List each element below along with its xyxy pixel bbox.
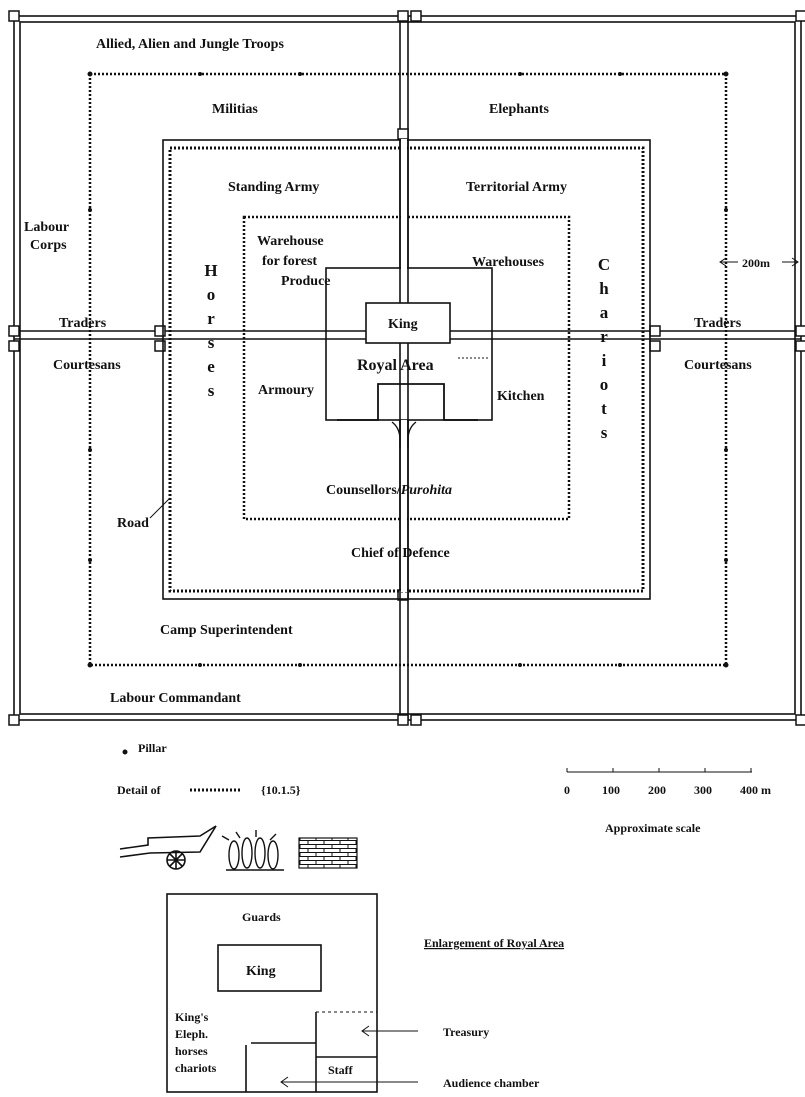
traders-right-label: Traders bbox=[694, 316, 742, 331]
militias-label: Militias bbox=[212, 102, 258, 117]
kitchen-label: Kitchen bbox=[497, 389, 545, 404]
pillar-label: Pillar bbox=[138, 741, 167, 755]
scale-tick-400: 400 m bbox=[740, 783, 771, 797]
chariots-letter: o bbox=[600, 375, 609, 394]
warehouse-forest-line-2: for forest bbox=[262, 254, 317, 269]
labour-corps-label-1: Labour bbox=[24, 220, 69, 235]
courtesans-right-label: Courtesans bbox=[684, 358, 752, 373]
horses-letter: s bbox=[208, 381, 215, 400]
chariots-letter: t bbox=[601, 399, 607, 418]
detail-of-label: Detail of bbox=[117, 783, 162, 797]
labour-commandant-label: Labour Commandant bbox=[110, 691, 241, 706]
audience-arrow bbox=[280, 1076, 418, 1088]
scale-tick-200: 200 bbox=[648, 783, 666, 797]
scale-tick-300: 300 bbox=[694, 783, 712, 797]
territorial-army-label: Territorial Army bbox=[466, 180, 567, 195]
guards-label: Guards bbox=[242, 910, 281, 924]
chariots-letter: i bbox=[602, 351, 607, 370]
chariots-letter: r bbox=[600, 327, 608, 346]
distance-marker: 200m bbox=[719, 256, 799, 270]
second-palisade bbox=[88, 72, 728, 667]
warehouse-forest-line-1: Warehouse bbox=[257, 234, 324, 249]
kings-line-2: Eleph. bbox=[175, 1027, 208, 1041]
kings-line-4: chariots bbox=[175, 1061, 217, 1075]
road-cover-inner bbox=[401, 139, 407, 592]
treasury-label: Treasury bbox=[443, 1025, 489, 1039]
pillar-icon bbox=[122, 749, 128, 755]
staff-label: Staff bbox=[328, 1063, 354, 1077]
kings-line-1: King's bbox=[175, 1010, 209, 1024]
warehouses-label: Warehouses bbox=[472, 255, 545, 270]
horses-letter: e bbox=[207, 357, 215, 376]
royal-area-boundary bbox=[325, 267, 493, 421]
king-label: King bbox=[388, 317, 418, 332]
road-label: Road bbox=[117, 516, 149, 531]
chariots-letter: h bbox=[599, 279, 609, 298]
brick-wall-icon bbox=[298, 837, 358, 869]
audience-hall bbox=[337, 383, 478, 421]
scale-caption: Approximate scale bbox=[605, 821, 701, 835]
enlargement-title: Enlargement of Royal Area bbox=[424, 936, 564, 950]
courtesans-left-label: Courtesans bbox=[53, 358, 121, 373]
inner-vertical-road bbox=[399, 140, 409, 599]
enlargement-king-label: King bbox=[246, 964, 276, 979]
counsellors-label: Counsellors/Purohita bbox=[326, 483, 452, 498]
warehouse-forest-line-3: Produce bbox=[281, 274, 331, 289]
camp-superintendent-label: Camp Superintendent bbox=[160, 623, 293, 638]
standing-army-label: Standing Army bbox=[228, 180, 319, 195]
scale-tick-100: 100 bbox=[602, 783, 620, 797]
labour-corps-label-2: Corps bbox=[30, 238, 67, 253]
chariots-letter: C bbox=[598, 255, 610, 274]
cart-icon bbox=[119, 825, 217, 870]
road-junction-markers bbox=[8, 10, 805, 726]
traders-left-label: Traders bbox=[59, 316, 107, 331]
detail-ref-label: {10.1.5} bbox=[261, 783, 301, 797]
scale-bar: 0 100 200 300 400 m Approximate scale bbox=[564, 768, 771, 835]
kings-line-3: horses bbox=[175, 1044, 208, 1058]
enlargement-box bbox=[166, 893, 378, 1093]
horses-letter: r bbox=[207, 309, 215, 328]
allied-troops-label: Allied, Alien and Jungle Troops bbox=[96, 37, 284, 52]
scale-tick-0: 0 bbox=[564, 783, 570, 797]
treasury-arrow bbox=[361, 1025, 418, 1037]
chariots-letter: s bbox=[601, 423, 608, 442]
horses-letter: s bbox=[208, 333, 215, 352]
horses-letter: o bbox=[207, 285, 216, 304]
armoury-label: Armoury bbox=[258, 383, 314, 398]
royal-area-label: Royal Area bbox=[357, 357, 434, 374]
audience-label: Audience chamber bbox=[443, 1076, 540, 1090]
chief-of-defence-label: Chief of Defence bbox=[351, 546, 450, 561]
thorn-fence-icon bbox=[221, 830, 284, 871]
second-palisade-pillars bbox=[87, 71, 729, 668]
king-box bbox=[365, 302, 451, 344]
elephants-label: Elephants bbox=[489, 102, 549, 117]
chariots-letter: a bbox=[600, 303, 609, 322]
horses-letter: H bbox=[204, 261, 217, 280]
distance-label: 200m bbox=[742, 256, 770, 270]
